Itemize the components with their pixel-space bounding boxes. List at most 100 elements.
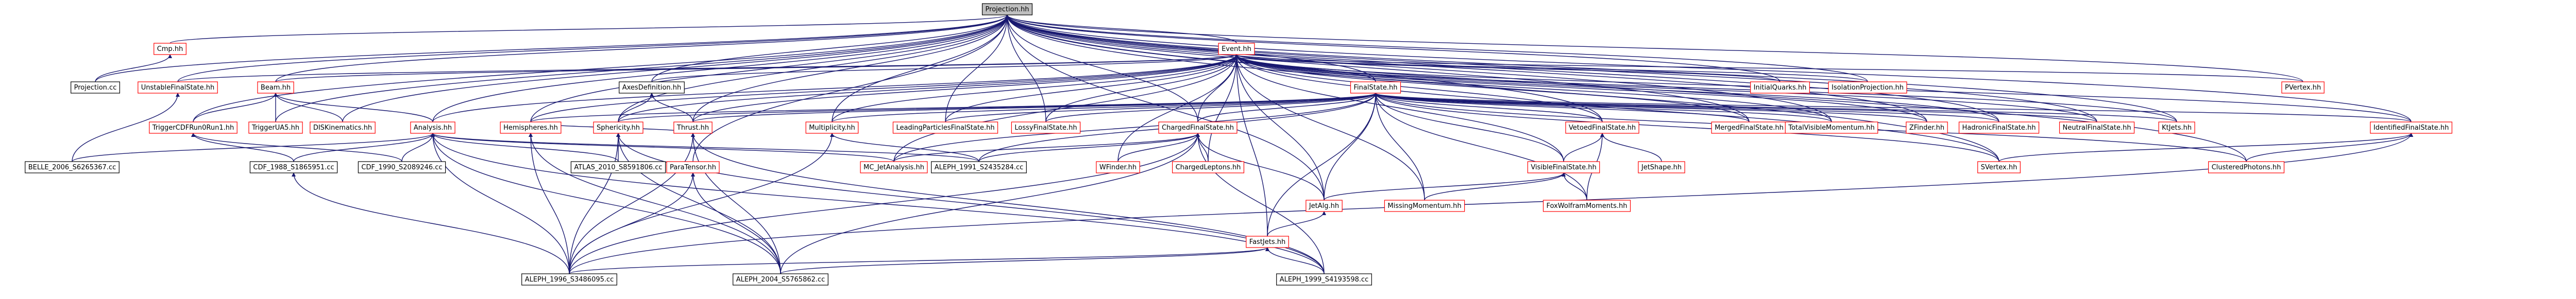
node-label: VetoedFinalState.hh [1569,124,1636,132]
edge-visiblefs-to-jetalg [1324,172,1566,201]
node-svertex[interactable]: SVertex.hh [1977,161,2021,173]
node-aleph2004[interactable]: ALEPH_2004_S5765862.cc [733,273,828,286]
node-box [860,161,928,173]
node-cdf1990[interactable]: CDF_1990_S2089246.cc [358,161,446,173]
node-beam-hh[interactable]: Beam.hh [257,81,294,94]
edge-analysis-hh-to-mcjet [431,133,894,162]
node-box [733,273,828,286]
edge-analysis-hh-to-atlas [431,133,619,162]
node-diskin[interactable]: DISKinematics.hh [310,121,376,134]
node-analysis-hh[interactable]: Analysis.hh [410,121,455,134]
node-missingmomentum[interactable]: MissingMomentum.hh [1384,200,1465,212]
node-leadingparticles[interactable]: LeadingParticlesFinalState.hh [892,121,998,134]
node-cmp-hh[interactable]: Cmp.hh [154,43,187,55]
node-mcjet[interactable]: MC_JetAnalysis.hh [860,161,928,173]
edge-visiblefs-to-missingmomentum [1424,172,1566,201]
edge-projection-hh-to-projection-cc [95,14,1009,82]
node-box [154,43,187,55]
node-box [1828,81,1907,94]
node-label: LossyFinalState.hh [1014,124,1077,132]
node-aleph1996[interactable]: ALEPH_1996_S3486095.cc [521,273,617,286]
node-jetalg[interactable]: JetAlg.hh [1306,200,1343,212]
node-label: ALEPH_1991_S2435284.cc [935,164,1024,171]
node-hadronicfs[interactable]: HadronicFinalState.hh [1958,121,2040,134]
edge-projection-hh-to-beam-hh [275,14,1009,82]
edge-beam-hh-to-diskin [274,93,343,122]
node-projection-hh[interactable]: Projection.hh [981,3,1033,15]
node-initialquarks[interactable]: InitialQuarks.hh [1750,81,1810,94]
node-label: TriggerUA5.hh [251,124,299,132]
node-sphericity[interactable]: Sphericity.hh [593,121,643,134]
edge-chargedfs-to-jetalg [1196,133,1325,201]
node-label: Sphericity.hh [597,124,640,132]
node-label: WFinder.hh [1099,164,1137,171]
node-box [981,3,1033,15]
node-zfinder[interactable]: ZFinder.hh [1906,121,1948,134]
node-box [673,121,713,134]
node-finalstate[interactable]: FinalState.hh [1350,81,1401,94]
node-aleph1991[interactable]: ALEPH_1991_S2435284.cc [931,161,1027,173]
edge-finalstate-to-mcjet [893,93,1378,162]
edge-chargedfs-to-mcjet [893,133,1200,162]
node-box [1011,121,1081,134]
edge-event-hh-to-neutralfs [1234,54,2097,122]
node-aleph1999[interactable]: ALEPH_1999_S4193598.cc [1276,273,1372,286]
node-pvertex[interactable]: PVertex.hh [2281,81,2325,94]
node-label: ClusteredPhotons.hh [2212,164,2281,171]
node-label: ChargedFinalState.hh [1162,124,1234,132]
node-triggerua5[interactable]: TriggerUA5.hh [248,121,303,134]
edge-projection-hh-to-triggercdf [193,14,1009,122]
edge-unstable-to-belle [72,93,180,162]
node-label: TriggerCDFRun0Run1.hh [152,124,234,132]
edge-paratensor-to-aleph1996 [569,172,695,274]
node-projection-cc[interactable]: Projection.cc [71,81,120,94]
edge-event-hh-to-fastjets [1234,54,1268,237]
node-visiblefs[interactable]: VisibleFinalState.hh [1527,161,1600,173]
node-box [1246,236,1289,248]
edge-paratensor-to-aleph2004 [691,172,781,274]
node-chargedfs[interactable]: ChargedFinalState.hh [1158,121,1238,134]
node-box [1350,81,1401,94]
node-vetoedfs[interactable]: VetoedFinalState.hh [1565,121,1639,134]
edge-projection-hh-to-cmp-hh [170,14,1009,44]
dependency-edges [72,14,2413,274]
edge-projection-hh-to-clusteredphotons [1005,14,2247,162]
node-hemispheres[interactable]: Hemispheres.hh [500,121,562,134]
node-belle[interactable]: BELLE_2006_S6265367.cc [25,161,120,173]
edge-event-hh-to-isolation [1234,54,1868,82]
node-neutralfs[interactable]: NeutralFinalState.hh [2059,121,2135,134]
node-chargedleptons[interactable]: ChargedLeptons.hh [1172,161,1245,173]
node-label: TotalVisibleMomentum.hh [1788,124,1875,132]
node-triggercdf[interactable]: TriggerCDFRun0Run1.hh [149,121,238,134]
node-jetshape[interactable]: JetShape.hh [1638,161,1685,173]
node-ktjets[interactable]: KtJets.hh [2158,121,2195,134]
edge-finalstate-to-visiblefs [1374,93,1564,162]
node-clusteredphotons[interactable]: ClusteredPhotons.hh [2208,161,2285,173]
edge-event-hh-to-mcjet [893,54,1239,162]
node-multiplicity[interactable]: Multiplicity.hh [805,121,859,134]
edge-fastjets-to-aleph2004 [780,247,1269,274]
node-lossy[interactable]: LossyFinalState.hh [1011,121,1081,134]
node-event-hh[interactable]: Event.hh [1218,43,1255,55]
node-box [2370,121,2452,134]
node-mergedfs[interactable]: MergedFinalState.hh [1711,121,1787,134]
node-unstable[interactable]: UnstableFinalState.hh [138,81,218,94]
node-atlas[interactable]: ATLAS_2010_S8591806.cc [570,161,666,173]
node-thrust[interactable]: Thrust.hh [673,121,713,134]
node-paratensor[interactable]: ParaTensor.hh [666,161,720,173]
node-fastjets[interactable]: FastJets.hh [1246,236,1289,248]
node-foxwolfram[interactable]: FoxWolframMoments.hh [1543,200,1631,212]
node-axesdef[interactable]: AxesDefinition.hh [619,81,685,94]
edge-projection-hh-to-ktjets [1005,14,2177,122]
node-cdf1988[interactable]: CDF_1988_S1865951.cc [249,161,338,173]
node-label: JetShape.hh [1641,164,1682,171]
node-label: AxesDefinition.hh [622,84,682,92]
node-label: Projection.cc [74,84,117,92]
node-isolation[interactable]: IsolationProjection.hh [1828,81,1907,94]
node-identifiedfs[interactable]: IdentifiedFinalState.hh [2370,121,2452,134]
node-wfinder[interactable]: WFinder.hh [1096,161,1140,173]
node-label: FoxWolframMoments.hh [1546,202,1627,210]
node-box [805,121,859,134]
node-totalvisible[interactable]: TotalVisibleMomentum.hh [1785,121,1878,134]
